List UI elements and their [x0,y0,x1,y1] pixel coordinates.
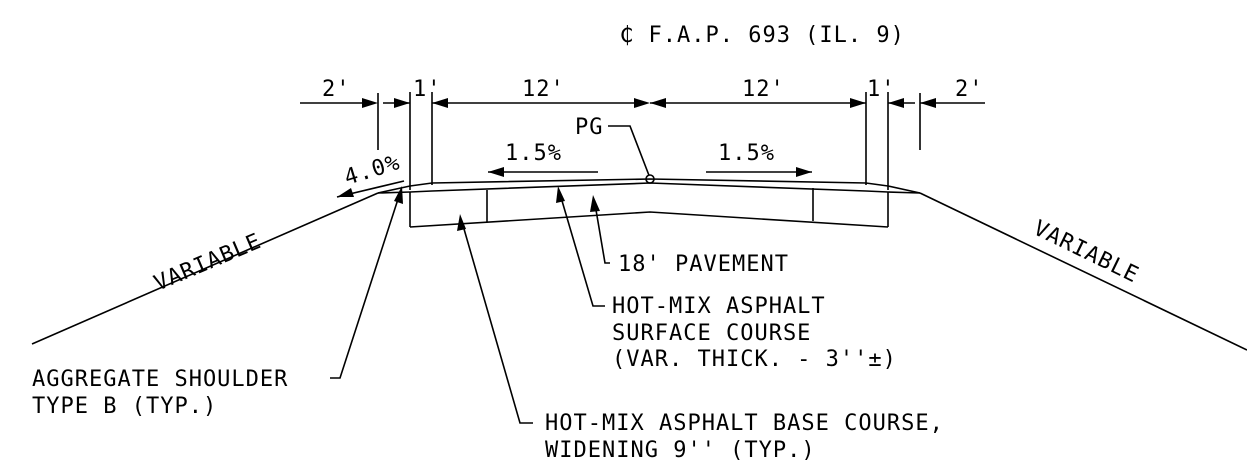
dim-right-lane: 12' [742,77,785,102]
dim-right-shoulder: 2' [955,77,984,102]
slope-shoulder: 4.0% [341,150,403,191]
right-side-slope-label: VARIABLE [1029,216,1142,288]
left-side-slope [31,192,379,345]
profile-grade-leader [608,125,651,179]
slope-left-lane: 1.5% [505,141,562,166]
profile-grade-label: PG [575,115,604,140]
pavement-leader [594,203,610,264]
dimension-lines [300,92,985,190]
dim-left-gutter: 1' [413,77,442,102]
left-side-slope-label: VARIABLE [151,229,266,297]
surface-course-line-2: SURFACE COURSE [612,321,811,346]
dim-right-gutter: 1' [867,77,896,102]
base-course-line-1: HOT-MIX ASPHALT BASE COURSE, [545,411,944,436]
pavement-callout: 18' PAVEMENT [618,252,789,277]
shoulder-callout-line-1: AGGREGATE SHOULDER [32,367,288,392]
base-course-line-2: WIDENING 9'' (TYP.) [545,438,816,463]
surface-course-leader [559,193,605,307]
right-side-slope [919,192,1247,351]
surface-course-line-1: HOT-MIX ASPHALT [612,294,826,319]
shoulder-leader [330,192,401,379]
dim-left-lane: 12' [522,77,565,102]
pavement-section [377,178,921,228]
slope-right-lane: 1.5% [718,141,775,166]
shoulder-callout-line-2: TYPE B (TYP.) [32,394,217,419]
dim-left-shoulder: 2' [322,77,351,102]
centerline-label: ₵ F.A.P. 693 (IL. 9) [620,23,905,48]
base-course-leader [461,221,533,424]
surface-course-line-3: (VAR. THICK. - 3''±) [612,347,897,372]
